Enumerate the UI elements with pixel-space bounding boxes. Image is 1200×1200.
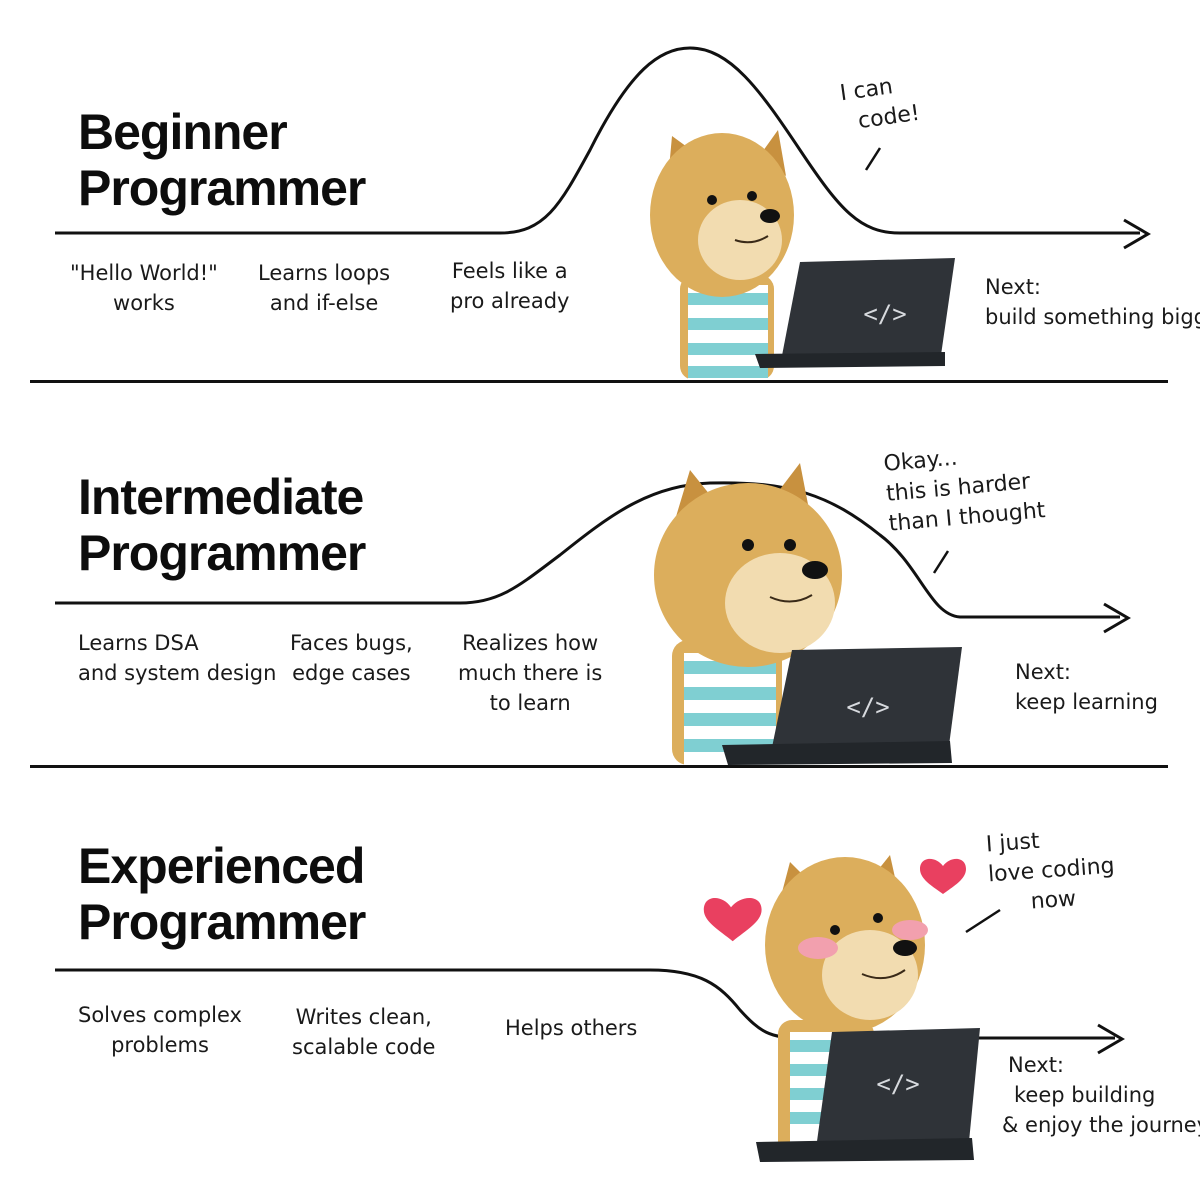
section-divider <box>30 765 1168 768</box>
panel-title: Experienced Programmer <box>78 838 366 950</box>
heart-icon-left <box>703 897 762 942</box>
doge-head <box>654 463 842 667</box>
note-helps: Helps others <box>505 1016 638 1040</box>
arrow-head-icon <box>1123 218 1151 250</box>
speech-tick <box>965 908 1001 934</box>
section-divider <box>30 380 1168 383</box>
panel-intermediate: Intermediate Programmer Learns DSA and s… <box>0 385 1200 768</box>
code-icon: </> <box>876 1070 919 1098</box>
code-icon: </> <box>846 693 889 721</box>
heart-icon-right <box>920 858 966 894</box>
curve-graphic <box>55 481 1131 634</box>
speech-tick <box>932 550 950 574</box>
laptop-illustration <box>755 258 955 368</box>
code-icon: </> <box>863 300 906 328</box>
note-dsa: Learns DSA and system design <box>78 631 277 685</box>
note-realizes: Realizes how much there is to learn <box>458 631 603 715</box>
laptop-illustration <box>722 647 962 765</box>
note-bugs: Faces bugs, edge cases <box>290 631 413 685</box>
doge-illustration: </> <box>654 463 962 765</box>
panel-title: Beginner Programmer <box>78 104 366 216</box>
next-step: Next: build something bigger <box>985 275 1200 329</box>
note-pro: Feels like a pro already <box>450 259 570 313</box>
next-step: Next: keep learning <box>1015 660 1158 714</box>
doge-head <box>650 130 794 297</box>
panel-title: Intermediate Programmer <box>78 469 366 581</box>
doge-body <box>680 275 774 380</box>
note-clean-code: Writes clean, scalable code <box>292 1005 436 1059</box>
arrow-head-icon <box>1097 1023 1125 1055</box>
progress-curve <box>55 481 1120 619</box>
note-loops: Learns loops and if-else <box>258 261 391 315</box>
laptop-illustration <box>756 1028 980 1162</box>
note-complex: Solves complex problems <box>78 1003 242 1057</box>
speech-tick <box>864 147 882 171</box>
doge-illustration: </> <box>703 855 980 1162</box>
panel-beginner: Beginner Programmer "Hello World!" works… <box>0 0 1200 383</box>
panel-experienced: Experienced Programmer Solves complex pr… <box>0 770 1200 1162</box>
next-step: Next: keep building & enjoy the journey <box>1002 1053 1200 1137</box>
doge-illustration: </> <box>650 130 955 380</box>
doge-head <box>765 855 928 1033</box>
progress-curve <box>55 46 1140 235</box>
arrow-head-icon <box>1103 602 1131 634</box>
curve-graphic <box>55 46 1151 250</box>
note-hello-world: "Hello World!" works <box>70 261 218 315</box>
